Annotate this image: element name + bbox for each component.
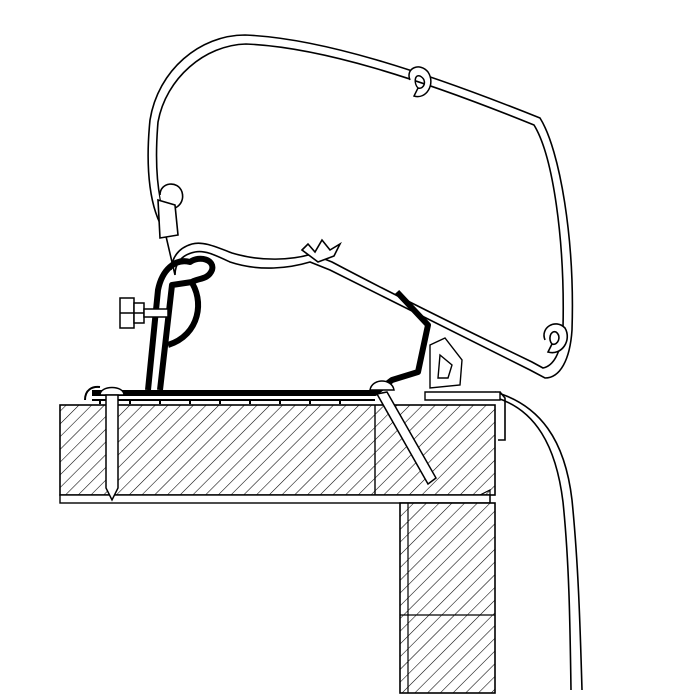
wall-section — [399, 502, 496, 694]
roof-section — [59, 404, 496, 504]
adapter-rail — [84, 255, 431, 404]
vehicle-outer-skin — [494, 391, 583, 691]
screw-right — [369, 380, 437, 486]
awning-housing — [147, 34, 574, 379]
screw-left — [99, 386, 125, 502]
end-cap — [424, 337, 501, 401]
bolt — [119, 297, 169, 329]
